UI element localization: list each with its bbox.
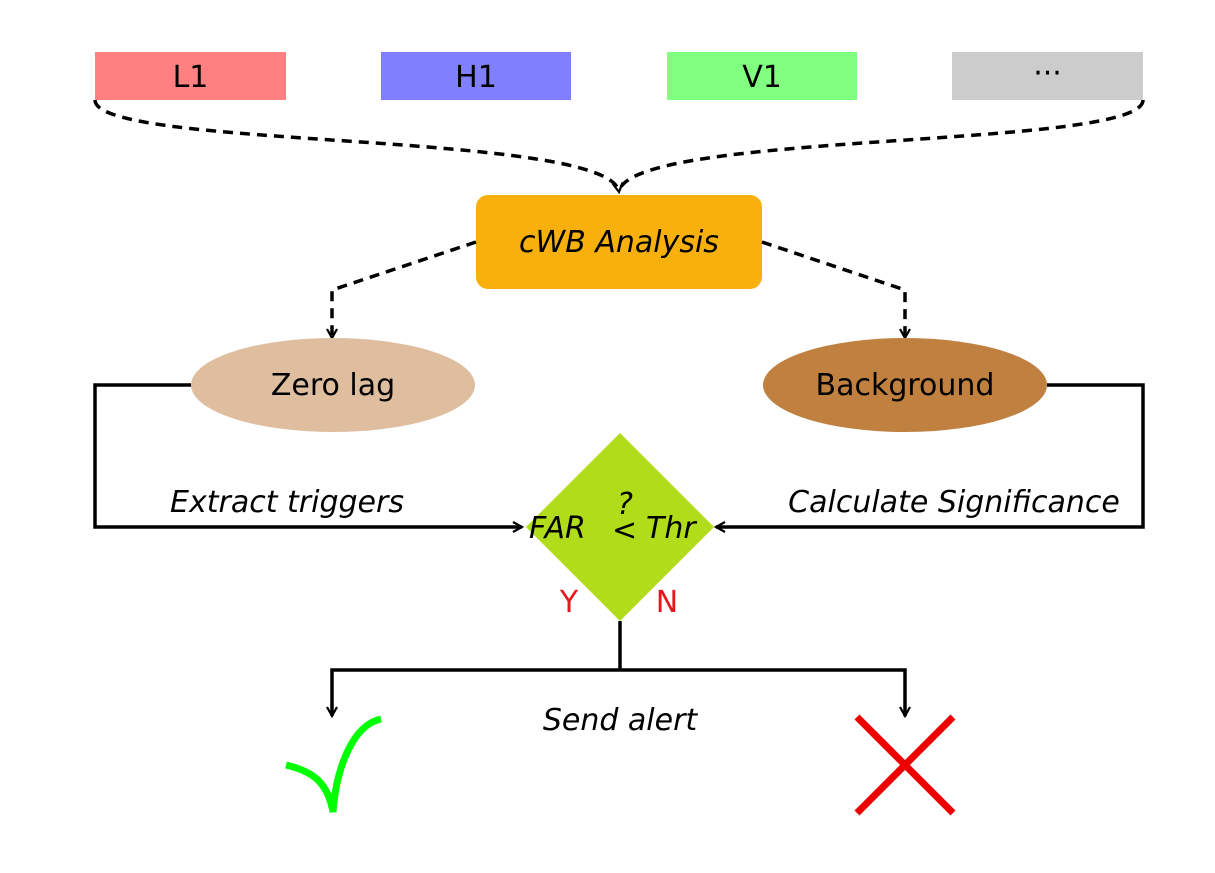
send-alert-label: Send alert [543,703,699,738]
detector-more-box [952,52,1143,100]
detector-l1-label: L1 [173,60,209,95]
yes-branch-label: Y [559,585,579,620]
detector-l1-box [95,52,286,100]
decision-less-than: < [612,513,637,548]
zero-lag-ellipse [191,338,475,432]
cross-mark-icon [854,714,956,816]
extract-triggers-label: Extract triggers [170,485,404,520]
zero-lag-label: Zero lag [271,368,395,403]
analysis-to-zero-lag-arrow [332,240,477,338]
detector-left-feed-arrow [93,99,619,192]
extract-triggers-arrow [93,383,522,527]
calculate-significance-label: Calculate Significance [788,485,1120,520]
calculate-significance-arrow [716,383,1145,527]
detector-right-feed-arrow [617,99,1145,193]
background-node: Background [763,338,1047,432]
zero-lag-node: Zero lag [191,338,475,432]
analysis-label: cWB Analysis [519,225,719,260]
no-branch-label: N [656,585,678,620]
decision-node: FAR ? < Thr [526,433,714,621]
detector-h1-label: H1 [455,60,497,95]
detector-more-label: ··· [1033,56,1062,91]
decision-diamond [526,433,714,621]
background-ellipse [763,338,1047,432]
detector-more: ··· [952,52,1143,100]
decision-question-mark: ? [617,487,633,522]
detector-h1: H1 [381,52,571,100]
detector-l1: L1 [95,52,286,100]
yes-outcome-arrow [332,668,620,716]
analysis-to-background-arrow [761,240,905,338]
background-label: Background [816,368,995,403]
detector-v1: V1 [667,52,857,100]
analysis-node: cWB Analysis [476,195,762,289]
analysis-box [476,195,762,289]
detector-h1-box [381,52,571,100]
detector-v1-box [667,52,857,100]
detector-v1-label: V1 [742,60,782,95]
decision-far-label: FAR [529,511,586,546]
decision-thr-label: Thr [646,511,697,546]
check-mark-icon [285,715,383,813]
no-outcome-arrow [620,668,905,716]
